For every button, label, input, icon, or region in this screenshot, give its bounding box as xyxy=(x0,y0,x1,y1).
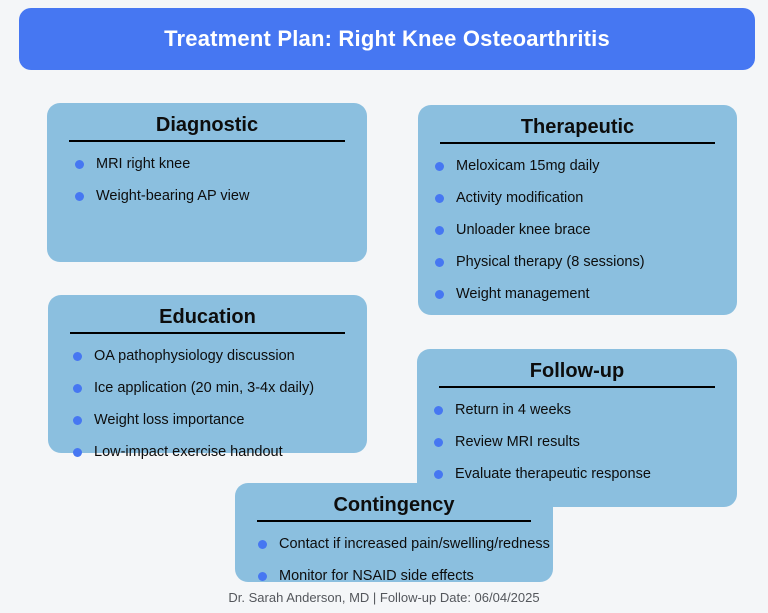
list-item: Activity modification xyxy=(435,182,737,214)
list-item: Contact if increased pain/swelling/redne… xyxy=(258,528,553,560)
list-item-text: OA pathophysiology discussion xyxy=(94,348,295,364)
education-item-list: OA pathophysiology discussion Ice applic… xyxy=(48,340,367,468)
list-item-text: Contact if increased pain/swelling/redne… xyxy=(279,536,550,552)
bullet-icon xyxy=(435,193,444,203)
list-item-text: Physical therapy (8 sessions) xyxy=(456,254,645,270)
followup-card-title: Follow-up xyxy=(439,358,715,388)
diagnostic-card-title: Diagnostic xyxy=(69,112,345,142)
list-item: Ice application (20 min, 3-4x daily) xyxy=(73,372,367,404)
diagnostic-item-list: MRI right knee Weight-bearing AP view xyxy=(47,148,367,212)
list-item: Review MRI results xyxy=(434,426,737,458)
list-item-text: Weight management xyxy=(456,286,590,302)
list-item: MRI right knee xyxy=(75,148,367,180)
list-item-text: Activity modification xyxy=(456,190,584,206)
list-item-text: Review MRI results xyxy=(455,434,580,450)
list-item-text: Low-impact exercise handout xyxy=(94,444,283,460)
list-item-text: MRI right knee xyxy=(96,156,191,172)
list-item: Physical therapy (8 sessions) xyxy=(435,246,737,278)
list-item-text: Evaluate therapeutic response xyxy=(455,466,651,482)
therapeutic-item-list: Meloxicam 15mg daily Activity modificati… xyxy=(418,150,737,310)
list-item-text: Return in 4 weeks xyxy=(455,402,572,418)
footer-caption: Dr. Sarah Anderson, MD | Follow-up Date:… xyxy=(228,590,540,605)
contingency-card: Contingency Contact if increased pain/sw… xyxy=(235,483,553,584)
bullet-icon xyxy=(434,405,443,415)
list-item: Monitor for NSAID side effects xyxy=(258,560,553,592)
list-item-text: Unloader knee brace xyxy=(456,222,591,238)
bullet-icon xyxy=(435,257,444,267)
bullet-icon xyxy=(73,351,82,361)
list-item: Unloader knee brace xyxy=(435,214,737,246)
list-item: Weight loss importance xyxy=(73,404,367,436)
bullet-icon xyxy=(73,447,82,457)
list-item: Weight-bearing AP view xyxy=(75,180,367,212)
bullet-icon xyxy=(434,469,443,479)
list-item: Evaluate therapeutic response xyxy=(434,458,737,490)
bullet-icon xyxy=(434,437,443,447)
bullet-icon xyxy=(75,191,84,201)
list-item: OA pathophysiology discussion xyxy=(73,340,367,372)
bullet-icon xyxy=(258,571,267,581)
list-item-text: Weight-bearing AP view xyxy=(96,188,250,204)
list-item: Meloxicam 15mg daily xyxy=(435,150,737,182)
list-item-text: Weight loss importance xyxy=(94,412,245,428)
followup-card: Follow-up Return in 4 weeks Review MRI r… xyxy=(417,349,737,507)
list-item-text: Monitor for NSAID side effects xyxy=(279,568,474,584)
list-item: Weight management xyxy=(435,278,737,310)
list-item-text: Meloxicam 15mg daily xyxy=(456,158,600,174)
bullet-icon xyxy=(75,159,84,169)
education-card-title: Education xyxy=(70,304,345,334)
contingency-item-list: Contact if increased pain/swelling/redne… xyxy=(235,528,553,592)
bullet-icon xyxy=(435,289,444,299)
bullet-icon xyxy=(435,225,444,235)
diagnostic-card: Diagnostic MRI right knee Weight-bearing… xyxy=(47,103,367,262)
bullet-icon xyxy=(258,539,267,549)
therapeutic-card: Therapeutic Meloxicam 15mg daily Activit… xyxy=(418,105,737,315)
bullet-icon xyxy=(435,161,444,171)
page-title: Treatment Plan: Right Knee Osteoarthriti… xyxy=(164,26,610,51)
list-item: Low-impact exercise handout xyxy=(73,436,367,468)
followup-item-list: Return in 4 weeks Review MRI results Eva… xyxy=(417,394,737,490)
education-card: Education OA pathophysiology discussion … xyxy=(48,295,367,460)
list-item: Return in 4 weeks xyxy=(434,394,737,426)
bullet-icon xyxy=(73,383,82,393)
title-banner: Treatment Plan: Right Knee Osteoarthriti… xyxy=(19,8,755,70)
contingency-card-title: Contingency xyxy=(257,492,531,522)
list-item-text: Ice application (20 min, 3-4x daily) xyxy=(94,380,315,396)
bullet-icon xyxy=(73,415,82,425)
therapeutic-card-title: Therapeutic xyxy=(440,114,715,144)
